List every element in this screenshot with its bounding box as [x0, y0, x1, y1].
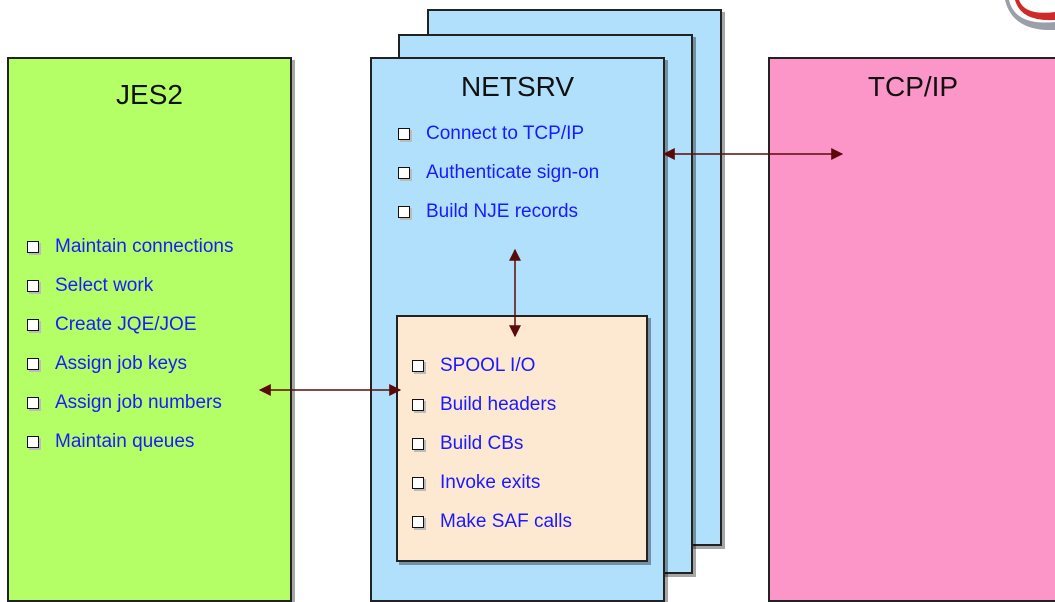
checkbox-bullet-icon: [412, 399, 424, 411]
list-item: SPOOL I/O: [408, 354, 572, 393]
list-item: Maintain queues: [23, 430, 234, 469]
list-item: Assign job keys: [23, 352, 234, 391]
tcpip-box: TCP/IP: [768, 57, 1055, 602]
checkbox-bullet-icon: [398, 128, 410, 140]
checkbox-bullet-icon: [412, 477, 424, 489]
list-item: Invoke exits: [408, 471, 572, 510]
list-item: Build headers: [408, 393, 572, 432]
checkbox-bullet-icon: [27, 397, 39, 409]
checkbox-bullet-icon: [27, 280, 39, 292]
checkbox-bullet-icon: [27, 319, 39, 331]
list-item: Build NJE records: [394, 200, 599, 239]
list-item: Authenticate sign-on: [394, 161, 599, 200]
logo-icon: [1005, 0, 1055, 30]
checkbox-bullet-icon: [412, 438, 424, 450]
list-item: Connect to TCP/IP: [394, 122, 599, 161]
checkbox-bullet-icon: [27, 241, 39, 253]
list-item: Build CBs: [408, 432, 572, 471]
checkbox-bullet-icon: [27, 436, 39, 448]
jes2-title: JES2: [116, 79, 183, 110]
checkbox-bullet-icon: [412, 516, 424, 528]
netsrv-item-list: Connect to TCP/IP Authenticate sign-on B…: [394, 122, 599, 239]
checkbox-bullet-icon: [412, 360, 424, 372]
checkbox-bullet-icon: [27, 358, 39, 370]
tcpip-title: TCP/IP: [867, 71, 959, 102]
list-item: Select work: [23, 274, 234, 313]
spool-item-list: SPOOL I/O Build headers Build CBs Invoke…: [408, 354, 572, 549]
list-item: Make SAF calls: [408, 510, 572, 549]
list-item: Assign job numbers: [23, 391, 234, 430]
netsrv-title: NETSRV: [460, 71, 575, 102]
jes2-item-list: Maintain connections Select work Create …: [23, 235, 234, 469]
spool-box: SPOOL I/O Build headers Build CBs Invoke…: [396, 315, 648, 562]
jes2-box: JES2 Maintain connections Select work Cr…: [7, 57, 292, 602]
list-item: Maintain connections: [23, 235, 234, 274]
checkbox-bullet-icon: [398, 167, 410, 179]
list-item: Create JQE/JOE: [23, 313, 234, 352]
checkbox-bullet-icon: [398, 206, 410, 218]
